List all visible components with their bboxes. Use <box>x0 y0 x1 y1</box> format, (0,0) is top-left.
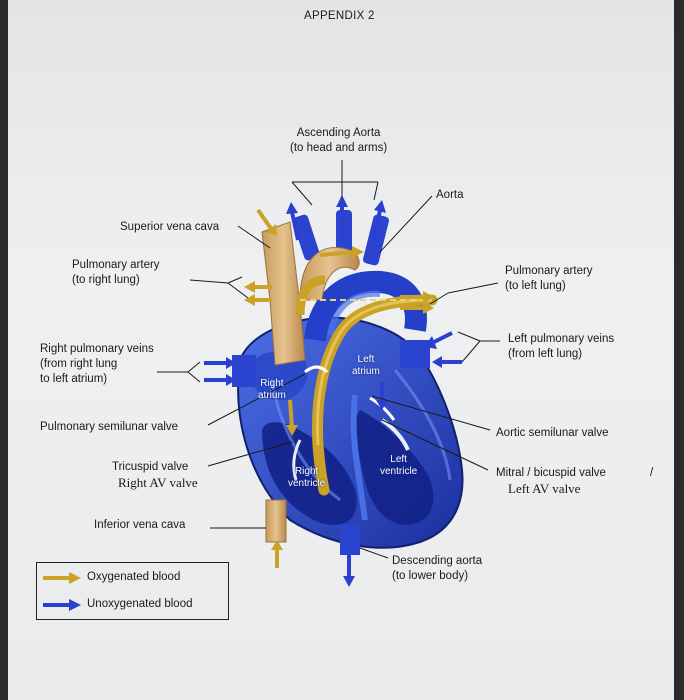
arrow-pa-left-2 <box>400 302 434 314</box>
label-ascending-aorta: Ascending Aorta (to head and arms) <box>290 127 388 154</box>
label-tricuspid-valve: Tricuspid valve <box>112 461 189 473</box>
blue-arrow-icon <box>43 599 81 611</box>
label-mitral-slash: / <box>650 467 654 479</box>
arrow-asc-mid <box>336 195 348 240</box>
arrow-asc-left <box>286 202 300 241</box>
arrow-lpv-2 <box>432 356 462 368</box>
septum <box>350 394 368 521</box>
heart-label-right-atrium: Right atrium <box>258 378 286 401</box>
label-right-pulmonary-veins: Right pulmonary veins (from right lung t… <box>40 343 154 385</box>
label-inferior-vena-cava: Inferior vena cava <box>94 519 186 531</box>
top-vessel-left <box>292 214 320 261</box>
label-mitral-valve: Mitral / bicuspid valve <box>496 467 606 479</box>
label-right-av-valve: Right AV valve <box>118 475 198 490</box>
descending-aorta-vessel <box>340 525 360 555</box>
label-left-pulmonary-veins: Left pulmonary veins (from left lung) <box>508 333 615 360</box>
legend-unoxygenated-label: Unoxygenated blood <box>87 598 193 610</box>
heart-label-left-atrium: Left atrium <box>352 354 380 377</box>
arrow-aorta-right <box>319 246 364 258</box>
arrow-rpv-2 <box>204 374 236 386</box>
arrow-ivc-up <box>271 540 283 568</box>
label-left-av-valve: Left AV valve <box>508 481 581 496</box>
inferior-vena-cava-vessel <box>265 499 287 543</box>
arrow-lpv-1 <box>424 331 453 349</box>
right-atrium-chamber <box>249 350 308 401</box>
pulmonary-valve-mark <box>304 365 329 374</box>
label-descending-aorta: Descending aorta (to lower body) <box>392 555 483 582</box>
arrow-ra-down <box>286 399 298 436</box>
arrow-rpv-1 <box>204 357 236 369</box>
arrow-svc-in <box>256 208 277 236</box>
legend-row-oxygenated: Oxygenated blood <box>37 568 227 588</box>
page-title: APPENDIX 2 <box>304 10 375 22</box>
tricuspid-valve-mark <box>292 439 302 481</box>
label-superior-vena-cava: Superior vena cava <box>120 221 220 233</box>
legend-box: Oxygenated blood Unoxygenated blood <box>36 562 229 620</box>
arrow-pa-left-1 <box>400 291 434 303</box>
label-pulmonary-semilunar-valve: Pulmonary semilunar valve <box>40 421 179 433</box>
label-pulmonary-artery-right: Pulmonary artery (to right lung) <box>72 259 160 286</box>
legend-row-unoxygenated: Unoxygenated blood <box>37 595 227 615</box>
mitral-valve-mark <box>380 418 410 451</box>
label-aortic-semilunar-valve: Aortic semilunar valve <box>496 427 609 439</box>
right-ventricle-chamber <box>262 422 357 525</box>
left-ventricle-chamber <box>355 410 434 525</box>
legend-oxygenated-label: Oxygenated blood <box>87 571 181 583</box>
leader-lines <box>157 160 500 559</box>
label-pulmonary-artery-left: Pulmonary artery (to left lung) <box>505 265 593 292</box>
gold-arrow-icon <box>43 572 81 584</box>
arrow-asc-right <box>372 200 386 241</box>
right-pulmonary-vein-stub <box>232 355 256 387</box>
left-pulmonary-vein-stub <box>400 340 430 368</box>
arrow-pa-right-2 <box>244 294 272 306</box>
label-aorta: Aorta <box>436 189 464 201</box>
heart-label-left-ventricle: Left ventricle <box>380 454 418 477</box>
heart-label-right-ventricle: Right ventricle <box>288 466 326 489</box>
arrow-desc-down <box>343 555 355 587</box>
arrow-pa-right-1 <box>244 281 272 293</box>
